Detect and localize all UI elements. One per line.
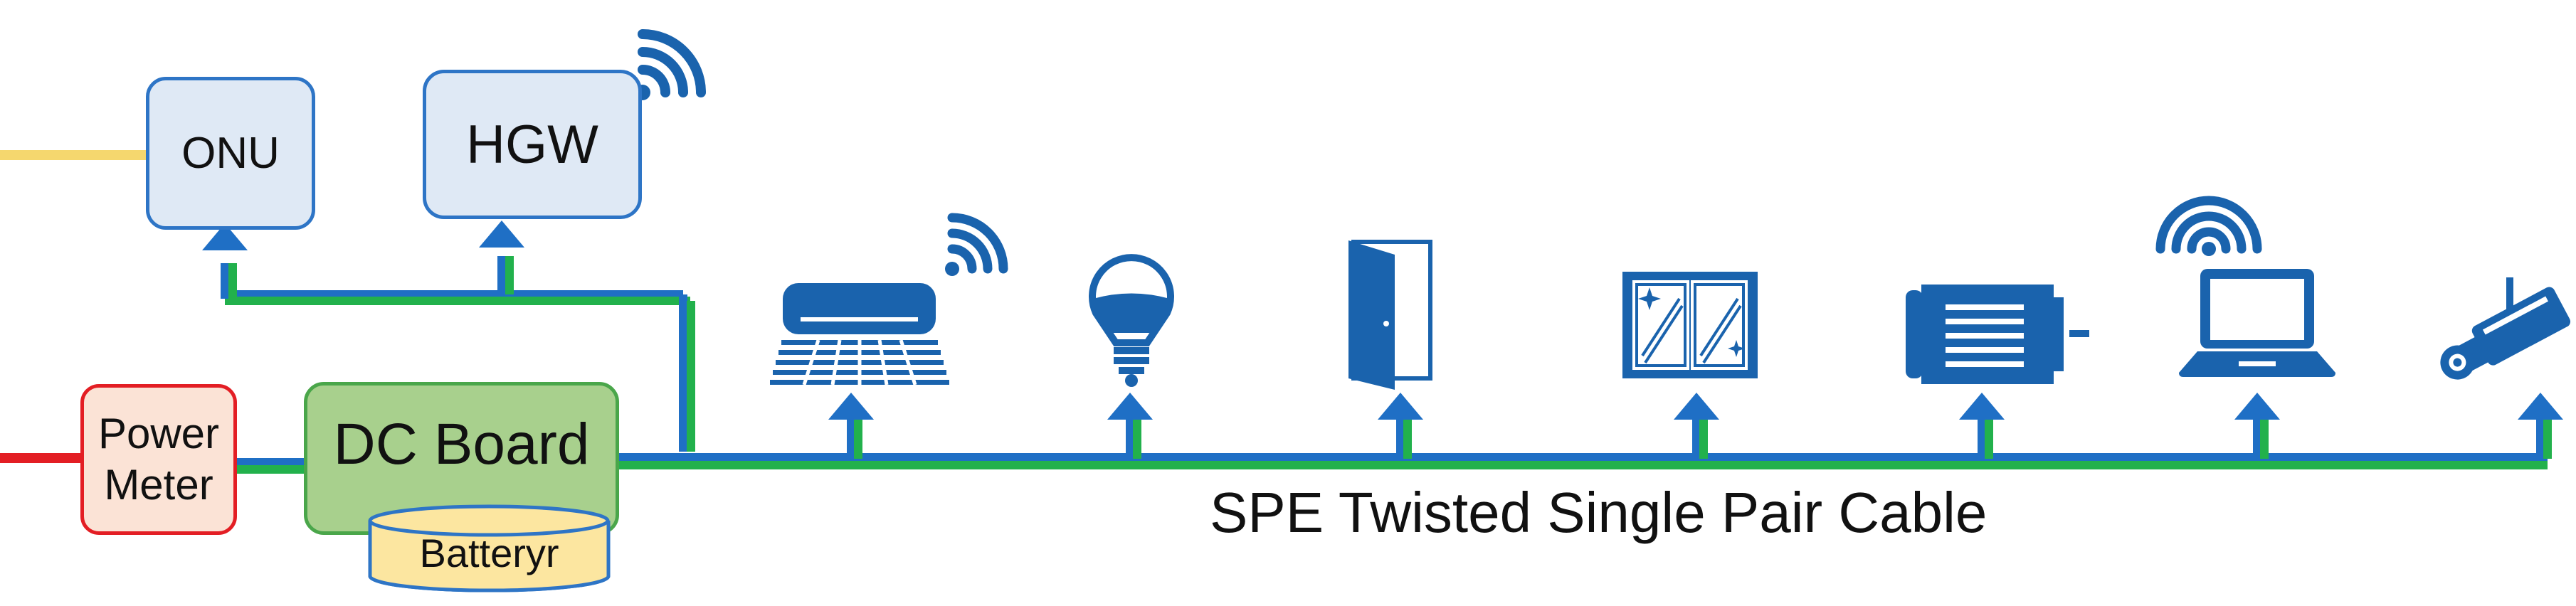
security-camera-icon	[2440, 277, 2571, 380]
onu-label: ONU	[181, 129, 280, 178]
power-meter-label-line1: Power	[97, 410, 220, 457]
spe-main-bus	[619, 453, 2548, 469]
light-bulb-icon	[1089, 254, 1174, 387]
window-icon	[1622, 272, 1758, 378]
laptop-icon	[2179, 269, 2335, 377]
battery-label: Batteryr	[419, 530, 559, 575]
hgw-label: HGW	[466, 114, 598, 175]
arrow-to-door	[1378, 393, 1423, 420]
air-conditioner-icon	[770, 283, 949, 386]
arrow-to-motor	[1959, 393, 2005, 420]
upper-bus	[221, 256, 695, 452]
hgw-box: HGW	[423, 70, 642, 219]
arrow-to-camera	[2518, 393, 2563, 420]
aircon-wifi-icon	[945, 213, 1008, 276]
meter-link	[237, 458, 304, 474]
dc-board-box: DC Board	[304, 382, 619, 535]
door-icon	[1348, 240, 1432, 390]
onu-box: ONU	[146, 77, 315, 230]
arrow-to-laptop	[2234, 393, 2280, 420]
arrow-to-aircon	[828, 393, 874, 420]
dc-board-label: DC Board	[333, 411, 590, 477]
device-drops	[847, 420, 2552, 459]
cable-label: SPE Twisted Single Pair Cable	[1210, 481, 1988, 544]
arrow-to-bulb	[1107, 393, 1153, 420]
motor-icon	[1906, 285, 2089, 384]
power-meter-label-line2: Meter	[104, 461, 213, 509]
laptop-wifi-icon	[2155, 196, 2262, 256]
arrow-to-hgw	[479, 220, 524, 248]
hgw-wifi-icon	[635, 29, 706, 100]
arrow-to-window	[1674, 393, 1719, 420]
power-meter-box: Power Meter	[80, 384, 237, 535]
